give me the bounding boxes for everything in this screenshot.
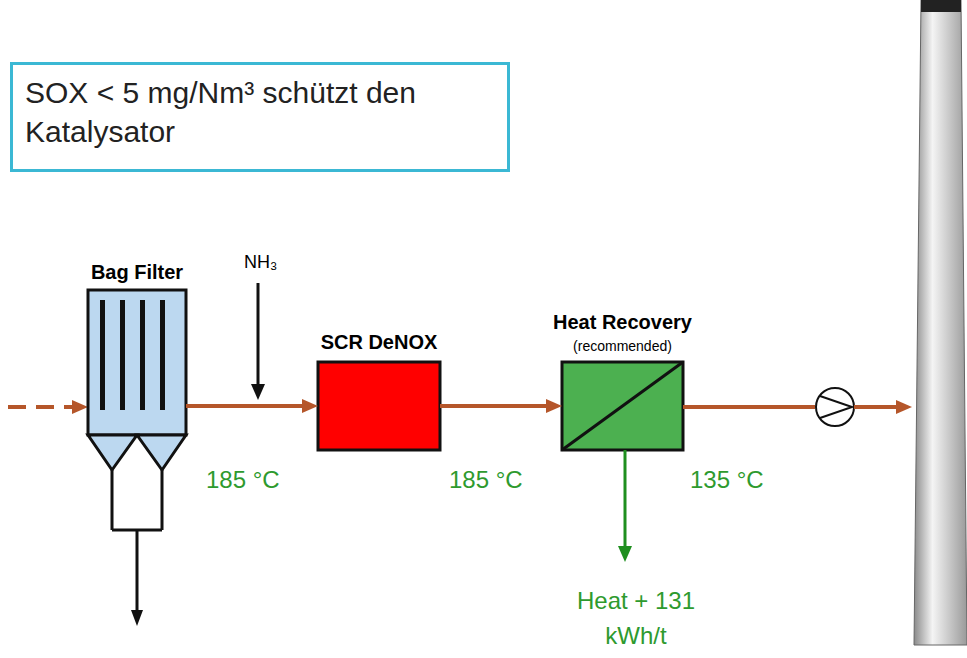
heat-arrow (618, 546, 632, 562)
node-heading: Bag Filter (68, 261, 206, 284)
arrow-head (546, 399, 562, 413)
duct-arrow (896, 400, 912, 414)
exchanger-diagonal (562, 362, 683, 450)
arrow-head (302, 399, 318, 413)
duct-line (440, 404, 547, 408)
inlet-duct (8, 405, 72, 409)
node-heading: Heat Recovery (522, 311, 723, 334)
callout-text: SOX < 5 mg/Nm³ schützt den Katalysator (25, 73, 495, 151)
dust-discharge (112, 470, 162, 612)
filter-housing (88, 290, 186, 435)
node-note: (recommended) (522, 338, 723, 354)
reactor-node: SCR DeNOX (298, 280, 460, 450)
callout-box: SOX < 5 mg/Nm³ schützt den Katalysator (10, 62, 510, 172)
nh3-line (257, 283, 260, 385)
temperature-label: 185 °C (206, 466, 280, 494)
inlet-arrow (72, 400, 88, 414)
shape-area (318, 362, 440, 450)
shape-area (88, 290, 186, 470)
chimney (914, 0, 967, 645)
fan-symbol (816, 388, 854, 426)
filter-node: Bag Filter (68, 250, 206, 470)
fan-blade (820, 396, 852, 418)
heat-line (624, 450, 627, 548)
flue-gas-duct (440, 399, 562, 413)
shape-area (562, 362, 683, 450)
temperature-label: 185 °C (449, 466, 523, 494)
filter-hopper (137, 435, 186, 470)
filter-hopper (88, 435, 137, 470)
chimney-top (921, 0, 961, 12)
dust-arrow (131, 610, 143, 626)
reagent-label: NH₃ (244, 252, 277, 273)
flue-gas-duct (186, 399, 318, 413)
duct-line (186, 404, 303, 408)
temperature-label: 135 °C (690, 466, 764, 494)
node-heading: SCR DeNOX (298, 331, 460, 354)
heat-output-label: Heat + 131 kWh/t (566, 584, 706, 654)
duct (683, 405, 815, 409)
duct (854, 405, 898, 409)
exchanger-node: Heat Recovery (recommended) (522, 266, 723, 450)
heat-exchanger (562, 362, 683, 450)
nh3-arrow (251, 384, 265, 400)
filter-bags (100, 300, 176, 410)
scr-reactor (318, 362, 440, 450)
